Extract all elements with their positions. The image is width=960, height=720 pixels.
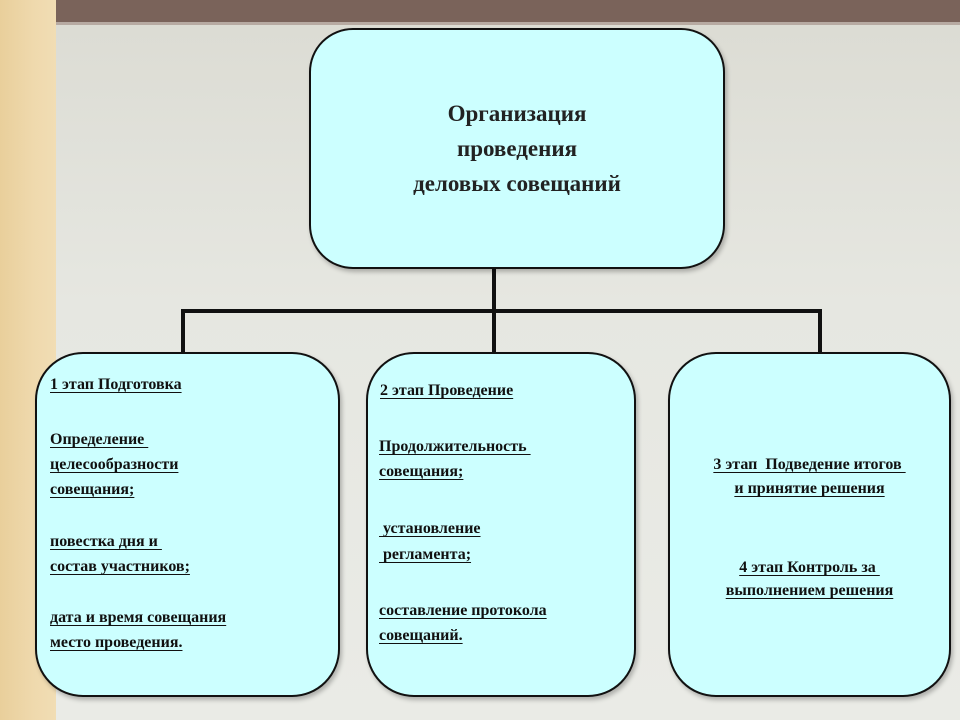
top-bar-line: [56, 22, 960, 25]
title-line-2: проведения: [456, 136, 578, 161]
stage1-item1-line1: Определение: [50, 431, 149, 448]
stage1-heading: 1 этап Подготовка: [50, 376, 182, 393]
stage2-item1-line2: совещания;: [379, 463, 464, 480]
stage1-item3-line1: дата и время совещания: [50, 609, 227, 626]
stage2-box: [366, 352, 636, 697]
stage2-item1-line1: Продолжительность: [379, 438, 531, 455]
title-line-3: деловых совещаний: [413, 171, 621, 196]
stage4-heading-line1: 4 этап Контроль за: [739, 559, 880, 576]
connector-trunk: [492, 269, 496, 311]
stage3-heading-line1: 3 этап Подведение итогов: [713, 456, 906, 473]
stage1-box: [35, 352, 340, 697]
title-line-1: Организация: [447, 101, 587, 126]
connector-to-stage3: [818, 309, 822, 353]
connector-horizontal: [181, 309, 822, 313]
stage2-heading: 2 этап Проведение: [380, 382, 514, 399]
stage3-box: [668, 352, 951, 697]
stage1-item1-line2: целесообразности: [50, 456, 179, 473]
stage2-item2-line2: регламента;: [379, 546, 472, 563]
stage1-item3-line2: место проведения.: [50, 634, 183, 651]
stage2-item3-line2: совещаний.: [379, 627, 463, 644]
connector-to-stage1: [181, 309, 185, 353]
stage1-item2-line1: повестка дня и: [50, 533, 162, 550]
connector-to-stage2: [492, 309, 496, 353]
stage3-heading-line2: и принятие решения: [734, 480, 885, 497]
title-box: Организация проведения деловых совещаний: [309, 28, 725, 269]
stage2-item2-line1: установление: [379, 520, 481, 537]
stage1-item2-line2: состав участников;: [50, 558, 190, 575]
stage1-item1-line3: совещания;: [50, 481, 135, 498]
top-bar: [56, 0, 960, 22]
stage2-item3-line1: составление протокола: [379, 602, 547, 619]
stage4-heading-line2: выполнением решения: [725, 582, 894, 599]
